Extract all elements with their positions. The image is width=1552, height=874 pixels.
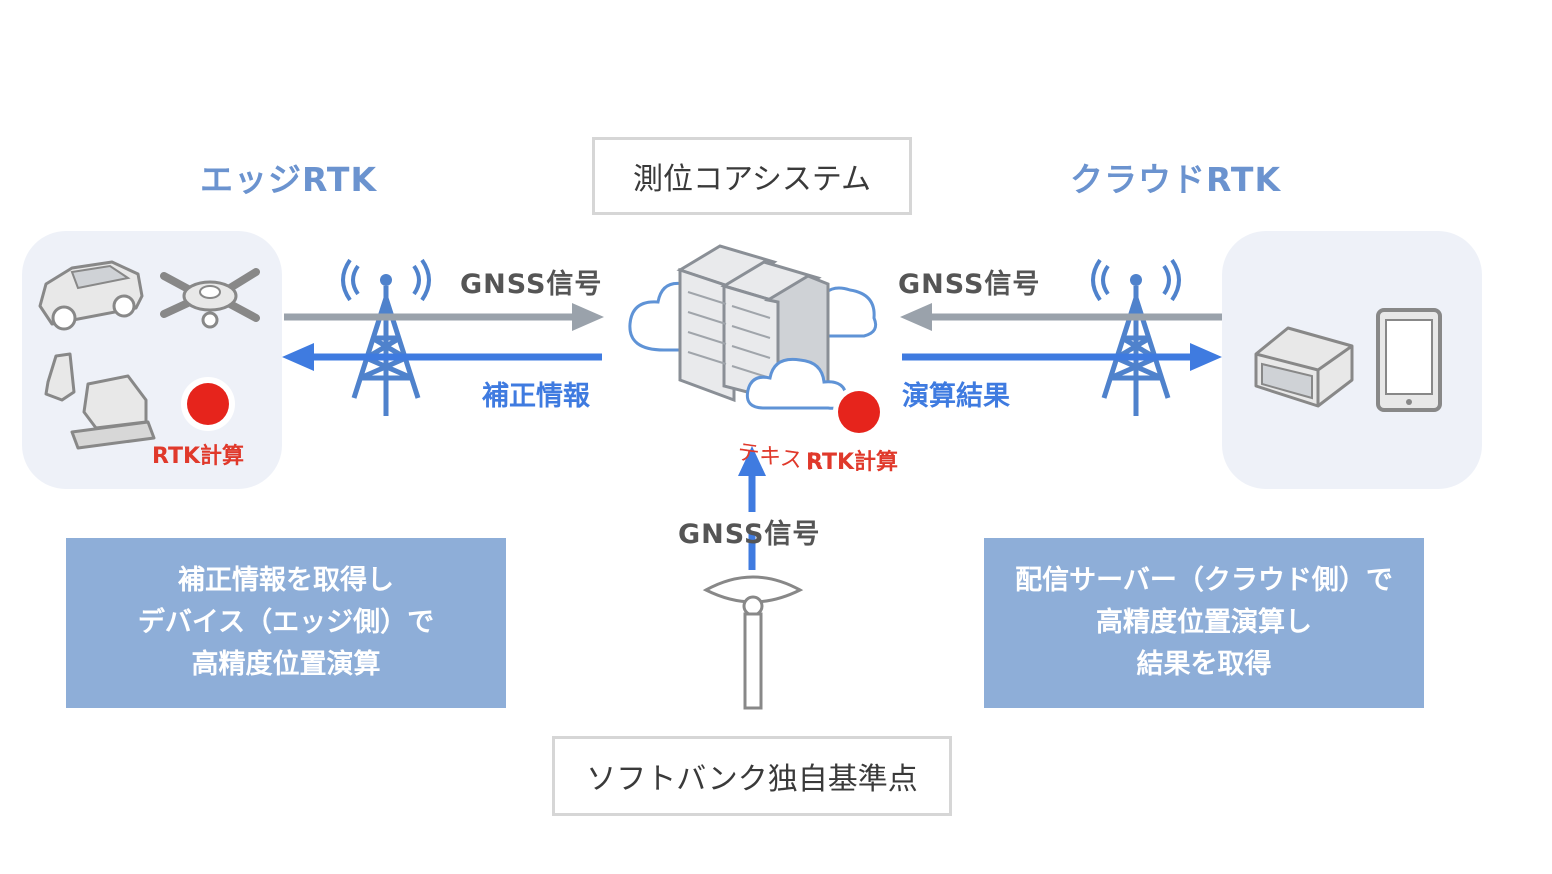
calc-result-label: 演算結果 xyxy=(902,381,1010,412)
base-station-label: ソフトバンク独自基準点 xyxy=(552,736,952,816)
drone-icon xyxy=(160,268,260,329)
car-icon xyxy=(38,260,144,331)
core-system-label: 測位コアシステム xyxy=(592,137,912,215)
server-cloud-icon xyxy=(628,244,878,410)
edge-desc-line-2: デバイス（エッジ側）で xyxy=(137,607,435,638)
edge-desc-line-1: 補正情報を取得し xyxy=(178,565,394,596)
rtk-calc-left-label: RTK計算 xyxy=(152,444,245,469)
cloud-desc-line-3: 結果を取得 xyxy=(1136,649,1272,680)
cloud-desc-line-2: 高精度位置演算し xyxy=(1096,607,1312,638)
gnss-antenna-icon xyxy=(702,575,804,710)
rtk-dot-left xyxy=(187,383,229,425)
edge-desc-line-3: 高精度位置演算 xyxy=(191,649,381,680)
edge-rtk-heading: エッジRTK xyxy=(200,160,378,199)
excavator-icon xyxy=(44,352,156,450)
cloud-rtk-description: 配信サーバー（クラウド側）で 高精度位置演算し 結果を取得 xyxy=(984,538,1424,708)
rtk-calc-center-label: RTK計算 xyxy=(806,450,899,475)
vr-headset-icon xyxy=(1254,326,1354,408)
cloud-rtk-heading: クラウドRTK xyxy=(1070,160,1282,199)
cloud-desc-line-1: 配信サーバー（クラウド側）で xyxy=(1015,565,1393,596)
smartphone-icon xyxy=(1376,308,1442,412)
gnss-signal-bottom-label: GNSS信号 xyxy=(678,519,821,550)
gnss-signal-left-label: GNSS信号 xyxy=(460,269,603,300)
rtk-dot-center xyxy=(838,391,880,433)
gnss-signal-right-label: GNSS信号 xyxy=(898,269,1041,300)
correction-info-label: 補正情報 xyxy=(482,381,590,412)
edge-rtk-description: 補正情報を取得し デバイス（エッジ側）で 高精度位置演算 xyxy=(66,538,506,708)
